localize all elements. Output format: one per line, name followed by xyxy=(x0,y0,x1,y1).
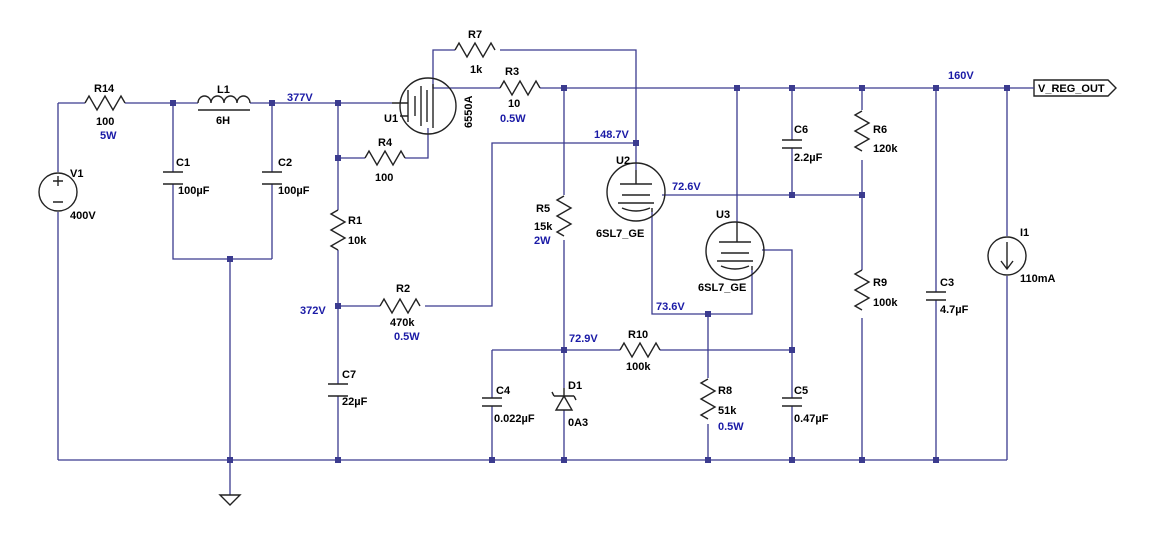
r3-power: 0.5W xyxy=(500,113,526,125)
capacitor-c1[interactable]: C1 100µF xyxy=(163,157,210,197)
r4-value: 100 xyxy=(375,172,393,184)
r2-ref: R2 xyxy=(396,283,410,295)
resistor-r8[interactable]: R8 51k 0.5W xyxy=(699,378,744,433)
zener-diode-d1[interactable]: D1 0A3 xyxy=(551,380,588,429)
u2-ref: U2 xyxy=(616,155,630,167)
r6-ref: R6 xyxy=(873,124,887,136)
u3-ref: U3 xyxy=(716,209,730,221)
r9-ref: R9 xyxy=(873,277,887,289)
voltage-u2-plate: 148.7V xyxy=(594,129,630,141)
voltage-filter-out: 377V xyxy=(287,92,313,104)
resistor-r1[interactable]: R1 10k xyxy=(329,209,367,251)
c2-ref: C2 xyxy=(278,157,292,169)
r3-value: 10 xyxy=(508,98,520,110)
r5-ref: R5 xyxy=(536,203,550,215)
c7-value: 22µF xyxy=(342,396,368,408)
r10-ref: R10 xyxy=(628,329,648,341)
c4-value: 0.022µF xyxy=(494,413,535,425)
u1-ref: U1 xyxy=(384,113,398,125)
voltage-source-v1[interactable]: V1 400V xyxy=(38,168,96,222)
c7-ref: C7 xyxy=(342,369,356,381)
r1-ref: R1 xyxy=(348,215,362,227)
r7-ref: R7 xyxy=(468,29,482,41)
capacitor-c6[interactable]: C6 2.2µF xyxy=(782,124,823,164)
u2-value: 6SL7_GE xyxy=(596,228,644,240)
capacitor-c7[interactable]: C7 22µF xyxy=(328,369,368,408)
capacitor-c5[interactable]: C5 0.47µF xyxy=(782,385,829,425)
u1-value: 6550A xyxy=(463,96,475,128)
voltage-output: 160V xyxy=(948,70,974,82)
r2-power: 0.5W xyxy=(394,331,420,343)
v1-value: 400V xyxy=(70,210,96,222)
voltage-divider-mid: 372V xyxy=(300,305,326,317)
r5-power: 2W xyxy=(534,235,551,247)
c1-value: 100µF xyxy=(178,185,210,197)
resistor-r4[interactable]: R4 100 xyxy=(364,137,406,184)
r7-value: 1k xyxy=(470,64,483,76)
r8-value: 51k xyxy=(718,405,737,417)
capacitor-c4[interactable]: C4 0.022µF xyxy=(482,385,535,425)
r9-value: 100k xyxy=(873,297,898,309)
i1-value: 110mA xyxy=(1020,273,1056,285)
wires xyxy=(57,49,1008,495)
resistor-r7[interactable]: R7 1k xyxy=(454,29,496,76)
c5-ref: C5 xyxy=(794,385,808,397)
capacitor-c2[interactable]: C2 100µF xyxy=(262,157,310,197)
resistor-r5[interactable]: R5 15k 2W xyxy=(534,195,573,247)
voltage-u2-cathode: 72.6V xyxy=(672,181,701,193)
r14-ref: R14 xyxy=(94,83,115,95)
c6-ref: C6 xyxy=(794,124,808,136)
net-label-v-reg-out[interactable]: V_REG_OUT xyxy=(1007,79,1117,97)
l1-ref: L1 xyxy=(217,84,230,96)
r14-power: 5W xyxy=(100,130,117,142)
r10-value: 100k xyxy=(626,361,651,373)
resistor-r3[interactable]: R3 10 0.5W xyxy=(499,66,541,125)
r14-value: 100 xyxy=(96,116,114,128)
capacitor-c3[interactable]: C3 4.7µF xyxy=(926,277,969,316)
r8-ref: R8 xyxy=(718,385,732,397)
resistor-r2[interactable]: R2 470k 0.5W xyxy=(379,283,421,343)
d1-ref: D1 xyxy=(568,380,582,392)
v1-ref: V1 xyxy=(70,168,83,180)
inductor-l1[interactable]: L1 6H xyxy=(197,84,251,127)
current-source-i1[interactable]: I1 110mA xyxy=(987,227,1056,285)
resistor-r14[interactable]: R14 100 5W xyxy=(84,83,126,142)
resistor-r10[interactable]: R10 100k xyxy=(619,329,661,373)
d1-value: 0A3 xyxy=(568,417,588,429)
net-label-text: V_REG_OUT xyxy=(1038,83,1105,95)
r3-ref: R3 xyxy=(505,66,519,78)
c6-value: 2.2µF xyxy=(794,152,823,164)
c3-value: 4.7µF xyxy=(940,304,969,316)
voltage-u3-cathode: 73.6V xyxy=(656,301,685,313)
c1-ref: C1 xyxy=(176,157,190,169)
r4-ref: R4 xyxy=(378,137,393,149)
r5-value: 15k xyxy=(534,221,553,233)
junction-dots xyxy=(170,85,1010,463)
ground-symbol xyxy=(218,494,242,506)
r8-power: 0.5W xyxy=(718,421,744,433)
l1-value: 6H xyxy=(216,115,230,127)
tube-u1[interactable]: U1 6550A xyxy=(384,77,475,135)
resistor-r9[interactable]: R9 100k xyxy=(853,269,898,311)
node-voltage-annotations: 377V 372V 148.7V 160V 72.6V 72.9V 73.6V xyxy=(287,70,974,345)
r6-value: 120k xyxy=(873,143,898,155)
tube-u3[interactable]: U3 6SL7_GE xyxy=(698,209,765,294)
c3-ref: C3 xyxy=(940,277,954,289)
u3-value: 6SL7_GE xyxy=(698,282,746,294)
c2-value: 100µF xyxy=(278,185,310,197)
voltage-reference: 72.9V xyxy=(569,333,598,345)
resistor-r6[interactable]: R6 120k xyxy=(853,110,898,155)
r2-value: 470k xyxy=(390,317,415,329)
c4-ref: C4 xyxy=(496,385,511,397)
r1-value: 10k xyxy=(348,235,367,247)
tube-u2[interactable]: U2 6SL7_GE xyxy=(596,155,666,240)
i1-ref: I1 xyxy=(1020,227,1029,239)
c5-value: 0.47µF xyxy=(794,413,829,425)
